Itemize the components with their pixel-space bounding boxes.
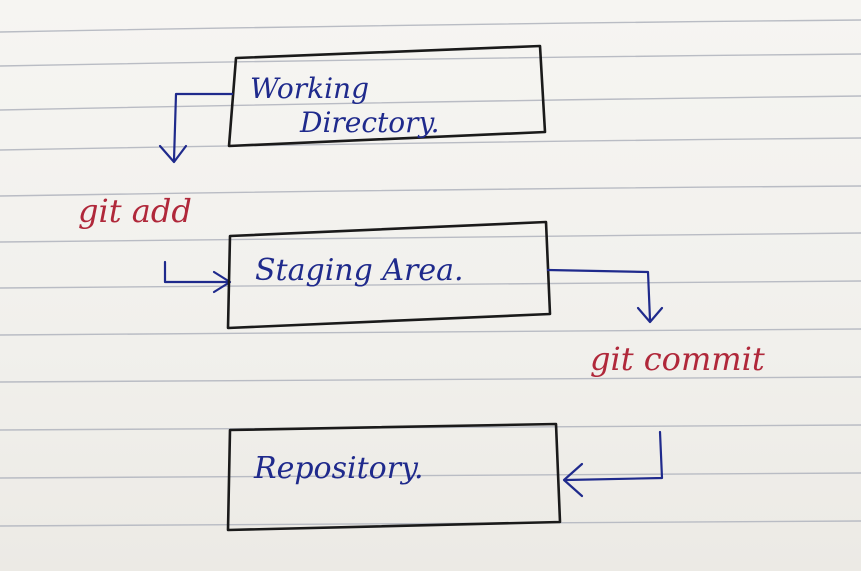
repository-label: Repository. — [253, 451, 424, 486]
commit-arrow-in-head — [562, 462, 584, 498]
git-commit-label: git commit — [590, 340, 765, 378]
rule-line — [0, 53, 861, 67]
commit-arrow-in-shaft — [564, 430, 664, 482]
staging-area-label: Staging Area. — [255, 253, 464, 288]
commit-arrow-head — [636, 306, 664, 324]
rule-line — [0, 137, 861, 151]
working-directory-label-line2: Directory. — [299, 106, 440, 139]
rule-line — [0, 328, 861, 336]
rule-line — [0, 185, 861, 197]
rule-line — [0, 95, 861, 111]
add-arrow-shaft — [172, 92, 234, 162]
working-directory-label-line1: Working — [250, 72, 369, 105]
working-directory-box — [227, 44, 547, 148]
rule-line — [0, 19, 861, 33]
repository-box — [226, 422, 562, 532]
add-arrow-in-shaft — [163, 260, 230, 284]
git-add-label: git add — [78, 192, 192, 230]
staging-area-box — [226, 220, 552, 330]
add-arrow-head — [158, 144, 188, 164]
commit-arrow-shaft — [546, 268, 652, 322]
